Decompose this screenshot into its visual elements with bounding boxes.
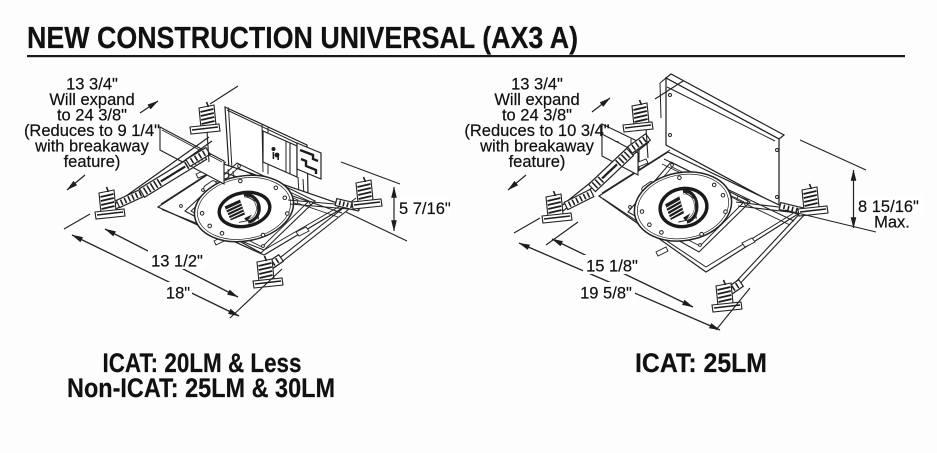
- svg-text:feature): feature): [509, 153, 566, 171]
- svg-text:15 1/8": 15 1/8": [586, 258, 638, 276]
- svg-text:13 1/2": 13 1/2": [151, 253, 203, 271]
- svg-text:(Reduces to 10 3/4": (Reduces to 10 3/4": [464, 122, 609, 140]
- svg-text:ICAT: 20LM & Less: ICAT: 20LM & Less: [103, 348, 302, 378]
- svg-text:to 24 3/8": to 24 3/8": [57, 107, 127, 125]
- svg-text:5 7/16": 5 7/16": [399, 200, 451, 218]
- svg-text:8 15/16": 8 15/16": [858, 198, 919, 216]
- svg-text:ICAT: 25LM: ICAT: 25LM: [635, 348, 767, 378]
- svg-text:13 3/4": 13 3/4": [511, 76, 563, 94]
- svg-text:with breakaway: with breakaway: [479, 138, 594, 156]
- svg-text:18": 18": [166, 285, 190, 303]
- svg-text:with breakaway: with breakaway: [34, 138, 149, 156]
- svg-text:Will expand: Will expand: [494, 91, 579, 109]
- svg-text:to 24 3/8": to 24 3/8": [502, 107, 572, 125]
- svg-text:Max.: Max.: [874, 214, 910, 232]
- svg-text:NEW CONSTRUCTION UNIVERSAL (AX: NEW CONSTRUCTION UNIVERSAL (AX3 A): [27, 20, 578, 55]
- svg-text:feature): feature): [64, 153, 121, 171]
- svg-text:Non-ICAT: 25LM & 30LM: Non-ICAT: 25LM & 30LM: [67, 373, 335, 403]
- svg-text:13 3/4": 13 3/4": [66, 76, 118, 94]
- svg-text:Will expand: Will expand: [49, 91, 134, 109]
- svg-text:19 5/8": 19 5/8": [580, 285, 632, 303]
- svg-text:(Reduces to 9 1/4": (Reduces to 9 1/4": [24, 122, 160, 140]
